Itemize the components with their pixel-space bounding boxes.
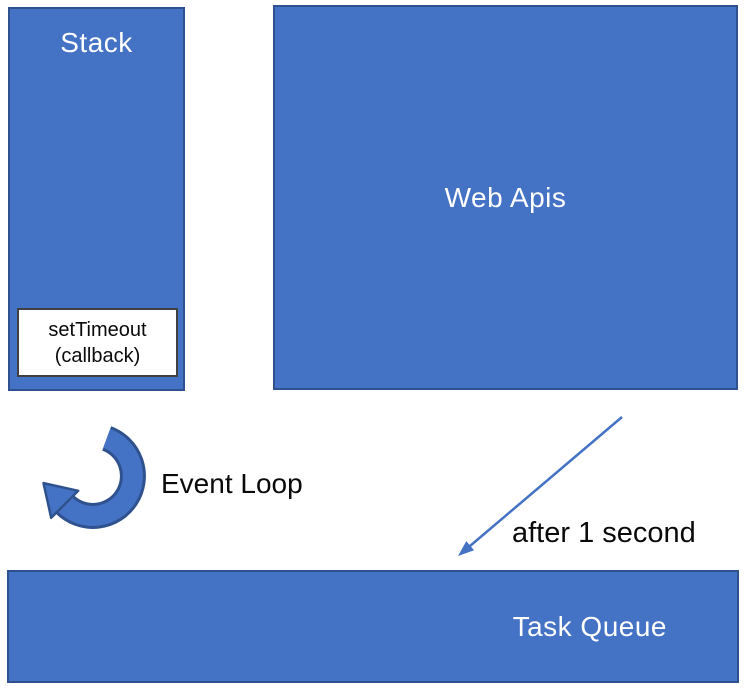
stack-label: Stack <box>60 27 133 58</box>
settimeout-label-line1: setTimeout <box>48 318 147 341</box>
loop-curved-arrow-icon <box>42 426 146 529</box>
web-apis-label: Web Apis <box>444 181 567 213</box>
settimeout-callback-box: setTimeout (callback) <box>17 308 178 377</box>
settimeout-label-line2: (callback) <box>54 344 141 367</box>
diagonal-arrow-icon <box>458 416 623 556</box>
task-queue-label: Task Queue <box>512 610 667 642</box>
event-loop-label: Event Loop <box>161 468 303 499</box>
after-1-second-label: after 1 second <box>512 517 696 549</box>
web-apis-box: Web Apis <box>273 5 738 390</box>
task-queue-box: Task Queue <box>7 570 739 683</box>
